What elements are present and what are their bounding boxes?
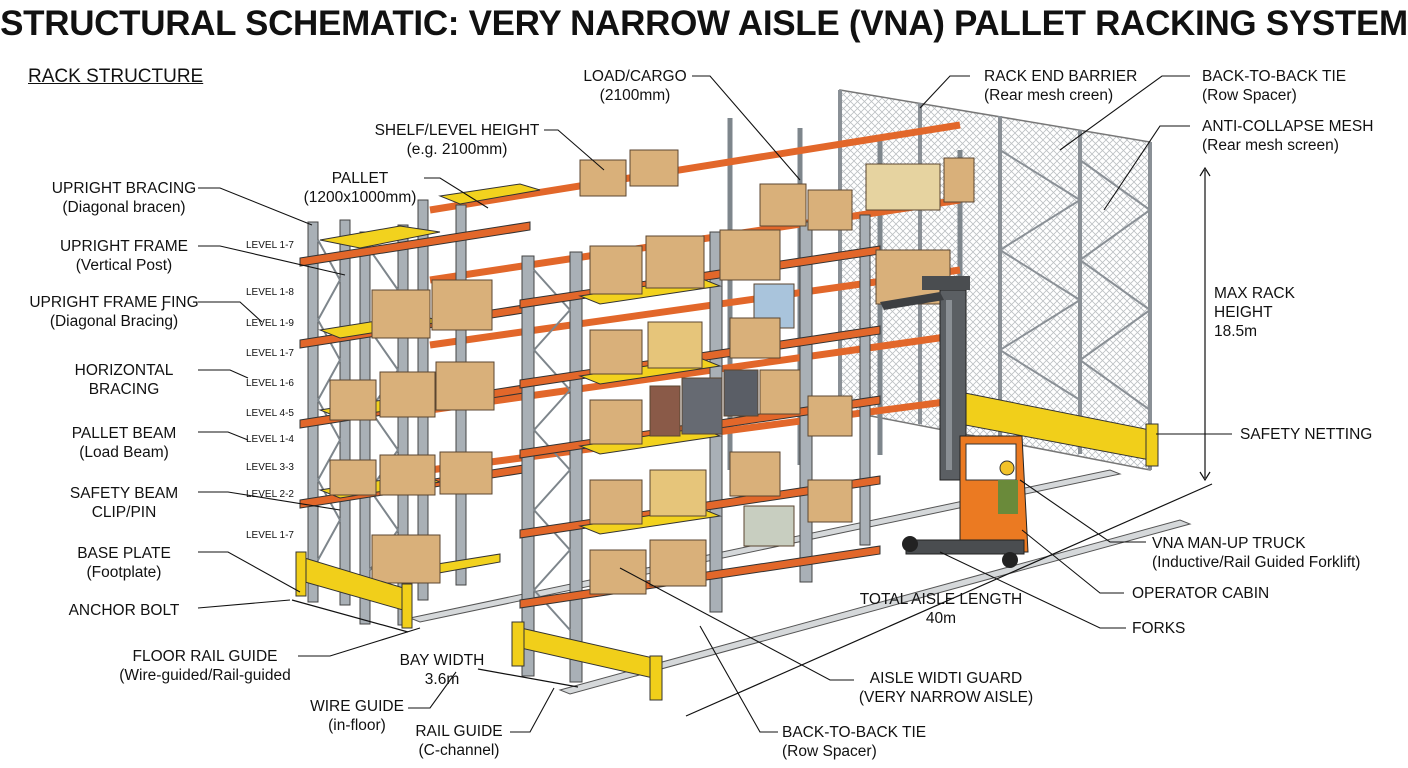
level-label: LEVEL 1-8 [246, 287, 294, 298]
label-pallet-beam: PALLET BEAM(Load Beam) [71, 425, 177, 461]
label-anti-collapse-mesh: ANTI-COLLAPSE MESH(Rear mesh screen) [1202, 118, 1374, 154]
label-anchor-bolt: ANCHOR BOLT [68, 602, 180, 619]
leader-lines [197, 75, 1232, 733]
label-back-to-back-tie-top: BACK-TO-BACK TIE(Row Spacer) [1202, 68, 1347, 104]
level-label: LEVEL 1-7 [246, 240, 294, 251]
label-base-plate: BASE PLATE(Footplate) [77, 545, 171, 581]
dimension-lines [291, 166, 1213, 717]
label-load-cargo: LOAD/CARGO(2100mm) [583, 68, 687, 104]
level-label: LEVEL 1-7 [246, 530, 294, 541]
label-pallet: PALLET(1200x1000mm) [303, 170, 417, 206]
label-operator-cabin: OPERATOR CABIN [1132, 585, 1270, 602]
level-label: LEVEL 4-5 [246, 408, 294, 419]
diagram-title: STRUCTURAL SCHEMATIC: VERY NARROW AISLE … [0, 4, 1408, 43]
label-rail-guide: RAIL GUIDE(C-channel) [415, 723, 503, 759]
section-heading: RACK STRUCTURE [28, 66, 204, 87]
label-upright-frame-bracing: UPRIGHT FRAME ƒING(Diagonal Bracing) [29, 294, 199, 330]
vna-man-up-truck [880, 276, 1029, 568]
label-wire-guide: WIRE GUIDE(in-floor) [310, 698, 404, 734]
rack-row-left [295, 183, 541, 629]
level-label: LEVEL 1-7 [246, 348, 294, 359]
label-rack-end-barrier: RACK END BARRIER(Rear mesh creen) [984, 68, 1138, 104]
label-vna-man-up-truck: VNA MAN-UP TRUCK(Inductive/Rail Guided F… [1152, 535, 1361, 571]
label-forks: FORKS [1132, 620, 1186, 637]
label-upright-frame: UPRIGHT FRAME(Vertical Post) [59, 238, 189, 274]
level-label: LEVEL 1-6 [246, 378, 294, 389]
label-safety-netting: SAFETY NETTING [1240, 426, 1373, 443]
level-label: LEVEL 2-2 [246, 489, 294, 500]
level-label: LEVEL 3-3 [246, 462, 294, 473]
rack-row-front [511, 214, 881, 701]
level-label: LEVEL 1-9 [246, 318, 294, 329]
label-back-to-back-tie-bottom: BACK-TO-BACK TIE(Row Spacer) [782, 724, 927, 760]
label-shelf-level-height: SHELF/LEVEL HEIGHT(e.g. 2100mm) [374, 122, 540, 158]
label-upright-bracing: UPRIGHT BRACING(Diagonal bracen) [51, 180, 197, 216]
level-label: LEVEL 1-4 [246, 434, 294, 445]
load-cargo-boxes [579, 149, 975, 305]
label-floor-rail-guide: FLOOR RAIL GUIDE(Wire-guided/Rail-guided [119, 648, 291, 684]
label-aisle-width-guard: AISLE WIDTI GUARD(VERY NARROW AISLE) [858, 670, 1034, 706]
